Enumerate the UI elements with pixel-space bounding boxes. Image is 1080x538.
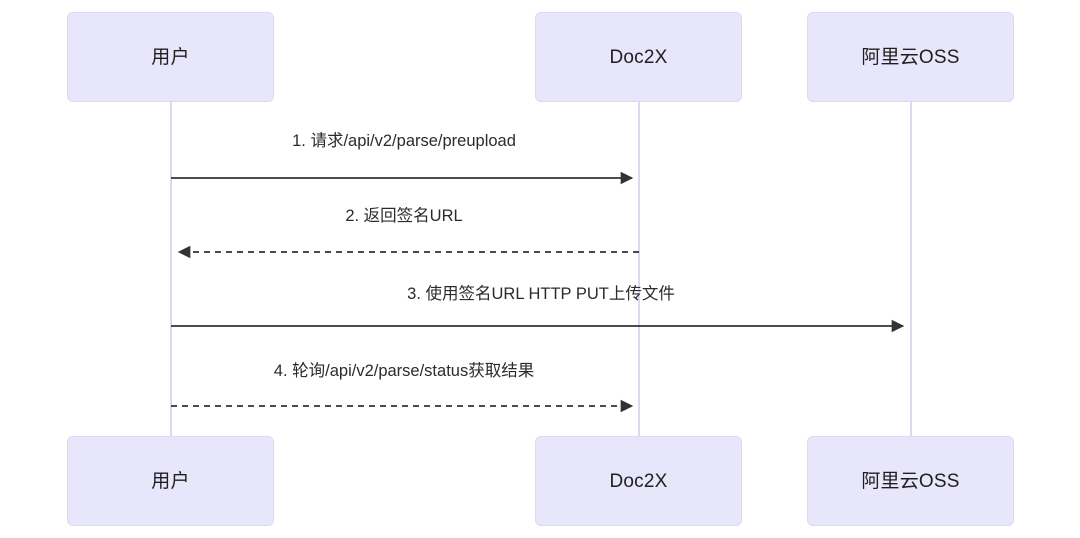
- participant-box-doc2x-bottom[interactable]: Doc2X: [535, 436, 742, 526]
- participant-label-oss-top: 阿里云OSS: [861, 46, 960, 68]
- message-label-1: 1. 请求/api/v2/parse/preupload: [292, 132, 516, 150]
- participant-box-doc2x-top[interactable]: Doc2X: [535, 12, 742, 102]
- message-label-2: 2. 返回签名URL: [345, 207, 463, 225]
- message-label-3: 3. 使用签名URL HTTP PUT上传文件: [407, 285, 675, 303]
- lifeline-doc2x: [638, 102, 640, 436]
- participant-label-oss-bottom: 阿里云OSS: [861, 470, 960, 492]
- participant-label-doc2x-bottom: Doc2X: [609, 470, 668, 492]
- participant-box-oss-bottom[interactable]: 阿里云OSS: [807, 436, 1014, 526]
- message-label-4: 4. 轮询/api/v2/parse/status获取结果: [273, 362, 535, 380]
- participant-label-user-bottom: 用户: [151, 470, 190, 492]
- participant-box-oss-top[interactable]: 阿里云OSS: [807, 12, 1014, 102]
- lifeline-oss: [910, 102, 912, 436]
- participant-box-user-top[interactable]: 用户: [67, 12, 274, 102]
- participant-label-doc2x-top: Doc2X: [609, 46, 668, 68]
- participant-label-user-top: 用户: [151, 46, 190, 68]
- participant-box-user-bottom[interactable]: 用户: [67, 436, 274, 526]
- lifeline-user: [170, 102, 172, 436]
